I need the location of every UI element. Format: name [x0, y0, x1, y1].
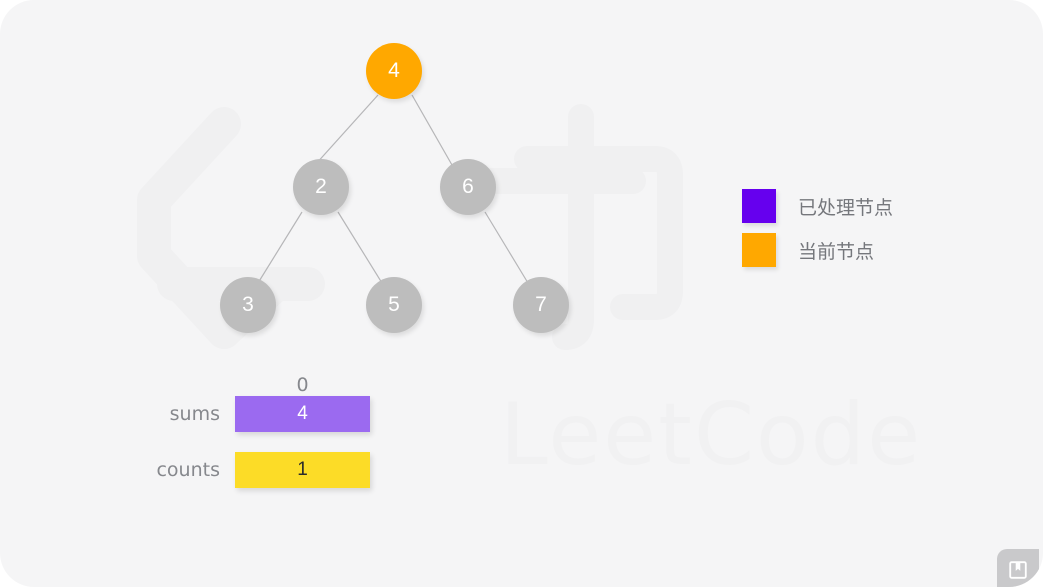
legend-swatch-current-icon: [742, 233, 776, 267]
tree-node-7-label: 7: [535, 293, 547, 316]
edge-2-5: [337, 211, 383, 284]
legend: 已处理节点 当前节点: [742, 184, 893, 272]
book-bookmark-icon: [1009, 561, 1027, 579]
array-row-gap: [148, 432, 370, 452]
legend-item-processed: 已处理节点: [742, 184, 893, 228]
array-row-label-sums: sums: [169, 403, 220, 425]
edge-4-2: [314, 94, 379, 166]
tree-node-2-label: 2: [315, 175, 327, 198]
tree-node-5-label: 5: [388, 293, 400, 316]
bookmark-button[interactable]: [997, 549, 1039, 587]
tree-node-4[interactable]: 4: [366, 43, 422, 99]
array-row-label-counts: counts: [156, 459, 220, 481]
array-index-row: 0: [148, 370, 370, 396]
tree-node-3-label: 3: [242, 293, 254, 316]
tree-node-7[interactable]: 7: [513, 277, 569, 333]
array-visualization: 0 sums 4 counts 1: [148, 370, 370, 488]
tree-node-6[interactable]: 6: [440, 159, 496, 215]
edge-4-6: [411, 94, 453, 166]
legend-label-processed: 已处理节点: [798, 196, 894, 219]
tree-node-5[interactable]: 5: [366, 277, 422, 333]
tree-node-3[interactable]: 3: [220, 277, 276, 333]
legend-label-current: 当前节点: [798, 240, 875, 263]
array-cell-sums-0[interactable]: 4: [235, 396, 370, 432]
array-row-sums: sums 4: [148, 396, 370, 432]
legend-item-current: 当前节点: [742, 228, 893, 272]
legend-swatch-processed-icon: [742, 189, 776, 223]
array-cell-counts-0[interactable]: 1: [235, 452, 370, 488]
tree-node-2[interactable]: 2: [293, 159, 349, 215]
tree-node-4-label: 4: [388, 59, 400, 82]
edge-2-3: [257, 211, 303, 284]
edge-6-7: [484, 211, 529, 284]
array-index-0: 0: [296, 374, 309, 396]
array-row-counts: counts 1: [148, 452, 370, 488]
tree-node-6-label: 6: [462, 175, 474, 198]
